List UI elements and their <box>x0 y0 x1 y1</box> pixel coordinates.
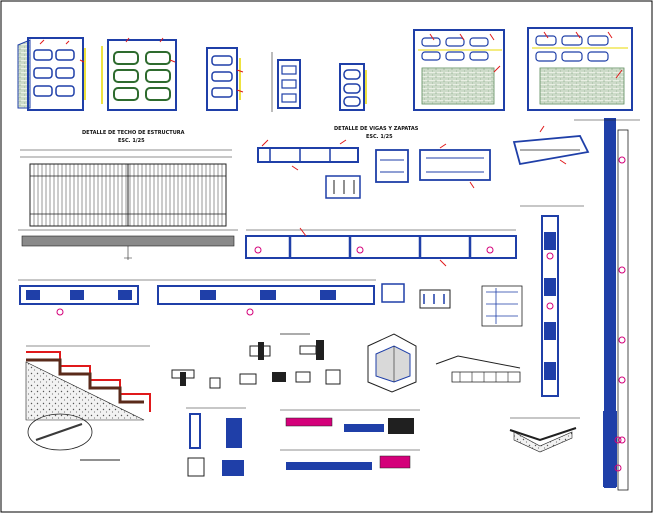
beam-detail-title: DETALLE DE VIGAS Y ZAPATAS <box>334 126 419 132</box>
wall-elevation-1 <box>17 37 86 111</box>
wall-elevation-4 <box>271 52 301 112</box>
eave-detail <box>435 355 521 383</box>
column-detail <box>512 125 590 166</box>
long-beam-2 <box>18 279 376 316</box>
roof-detail: DETALLE DE TECHO DE ESTRUCTURA ESC. 1/25 <box>18 130 238 260</box>
beam-details: DETALLE DE VIGAS Y ZAPATAS ESC. 1/25 <box>257 126 491 199</box>
column-detail-bottom <box>603 411 622 487</box>
small-column-details <box>186 407 246 477</box>
roof-detail-scale: ESC. 1/25 <box>118 138 145 144</box>
wall-elevation-7 <box>527 27 633 111</box>
vertical-column-right <box>574 118 640 491</box>
wall-elevation-6 <box>413 29 505 111</box>
vertical-column-center <box>520 205 584 397</box>
roof-detail-title: DETALLE DE TECHO DE ESTRUCTURA <box>82 130 185 136</box>
gutter-detail <box>509 417 580 453</box>
slab-details <box>280 409 420 470</box>
joint-details <box>171 333 341 389</box>
beam-detail-scale: ESC. 1/25 <box>366 134 393 140</box>
wall-elevation-5 <box>339 63 367 111</box>
section-details-mid <box>381 283 523 327</box>
stair-section <box>25 345 151 461</box>
isometric-detail <box>367 333 417 393</box>
long-beam-1 <box>245 227 517 267</box>
wall-elevation-3 <box>206 47 244 111</box>
wall-elevation-2 <box>101 37 177 111</box>
